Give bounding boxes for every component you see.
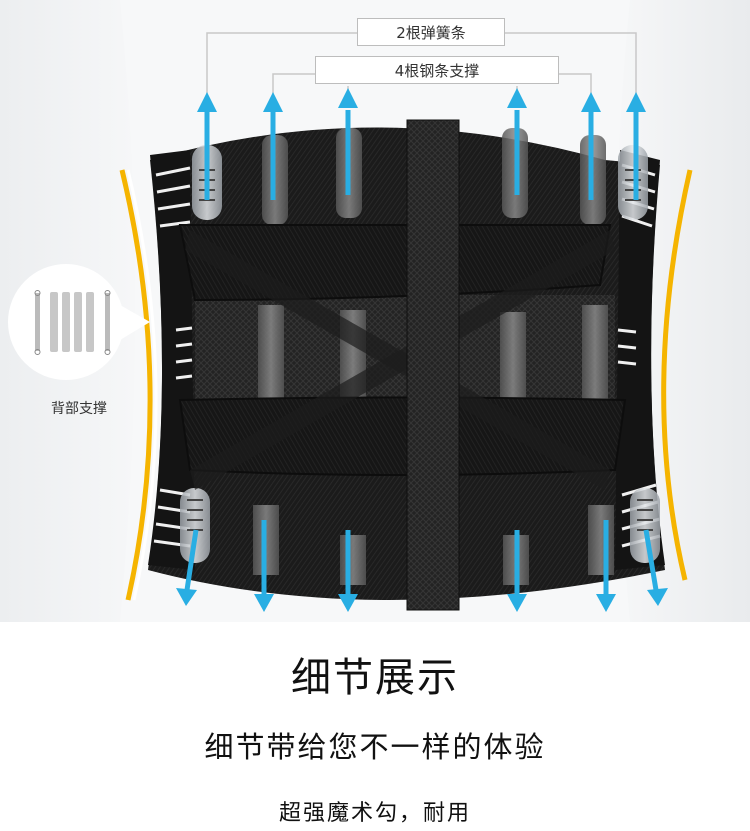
left-highlight-curve: [119, 169, 153, 601]
right-highlight-curve: [661, 169, 693, 581]
cross-straps: [178, 224, 627, 490]
center-strap: [406, 119, 460, 611]
back-support-label: 背部支撑: [51, 401, 107, 417]
waist-belt-illustration: [8, 32, 693, 612]
back-support-inset: [8, 264, 150, 380]
steel-stays-callout: 4根钢条支撑: [315, 56, 559, 84]
inset-springs-icon: [34, 290, 111, 355]
inset-steel-stays-icon: [50, 292, 94, 352]
springs-callout: 2根弹簧条: [357, 18, 505, 46]
feature-text: 超强魔术勾，耐用: [278, 801, 471, 826]
section-heading: 细节展示: [291, 655, 459, 701]
section-subheading: 细节带给您不一样的体验: [204, 730, 546, 764]
product-photo: 2根弹簧条 4根钢条支撑 背部支撑: [0, 0, 750, 622]
expansion-arrows: [176, 88, 668, 612]
